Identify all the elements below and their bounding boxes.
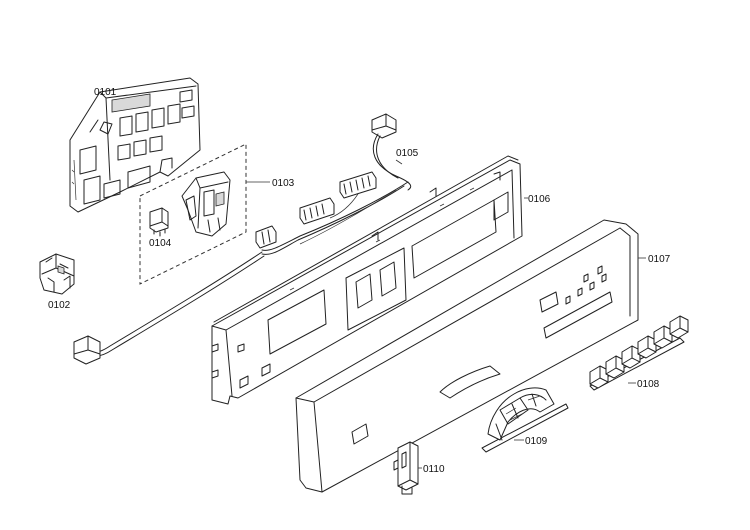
- label-0103: 0103: [272, 178, 295, 189]
- part-0110-latch: [393, 441, 419, 495]
- label-0110: 0110: [423, 464, 445, 475]
- part-0103-switch-unit: [181, 171, 231, 237]
- part-0105-wiring-harness: [73, 113, 412, 365]
- leader-lines: [246, 159, 646, 469]
- part-0106-inner-frame: [211, 155, 523, 405]
- part-0103-group-frame: [139, 143, 247, 285]
- label-0109: 0109: [525, 436, 548, 447]
- label-0101: 0101: [94, 87, 117, 98]
- part-labels: 0101 0102 0103 0104 0105 0106 0107 0108 …: [48, 87, 671, 475]
- part-0101-control-module: [69, 77, 201, 213]
- label-0106: 0106: [528, 194, 551, 205]
- label-0104: 0104: [149, 238, 172, 249]
- label-0108: 0108: [637, 379, 660, 390]
- part-0107-front-panel: [295, 219, 639, 493]
- part-0109-handle: [481, 387, 569, 453]
- part-0102-sensor: [39, 253, 75, 295]
- label-0102: 0102: [48, 300, 71, 311]
- label-0107: 0107: [648, 254, 671, 265]
- leader-0105: [395, 159, 403, 165]
- part-0108-button-strip: [589, 315, 689, 391]
- part-0104-relay: [149, 207, 169, 237]
- label-0105: 0105: [396, 148, 419, 159]
